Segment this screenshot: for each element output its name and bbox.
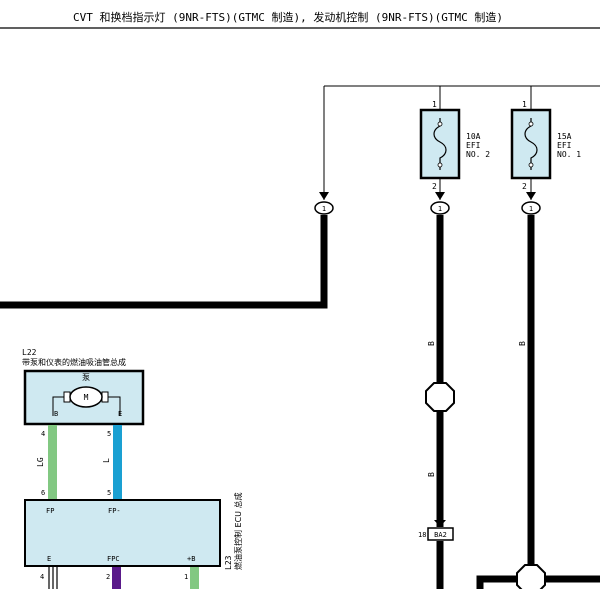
fuse2-pin-bottom: 2 [432,182,437,191]
wire-color-lg: LG [36,457,45,467]
ecu-pin-fp: FP [46,507,54,515]
fuse1-rating: 15A [557,132,572,141]
fuse1-dot-top [528,121,534,127]
motor-label: M [84,393,89,402]
motor-wire-right [104,396,121,416]
wire-color-fuse2-upper: B [427,341,436,346]
connector-pin: 1 [529,205,533,213]
ba2-box [427,527,454,541]
fuse-efi-no1: 1 15A EFI NO. 1 2 [510,100,581,200]
wire-color-fuse1: B [518,341,527,346]
wire-l [113,425,122,500]
fuse2-symbol [433,118,447,170]
connector-fuse1-out: 1 [521,201,541,215]
fuel-pump-ecu: FP FP- E FPC +B L23 燃油泵控制 ECU 总成 [24,492,243,570]
wire-color-fuse2-lower: B [427,472,436,477]
lg-wire-pin-bottom: 6 [41,489,45,497]
motor-icon [69,386,103,408]
ecu-plusb-pin-no: 1 [184,573,188,581]
fuse-efi-no2: 1 10A EFI NO. 2 2 [419,100,490,200]
fuse2-dot-top [437,121,443,127]
wire-fpc [112,567,121,589]
wire-bottom-right [476,575,600,589]
connector-pin: 1 [322,205,326,213]
junction-octagon [425,382,455,412]
fuse1-dot-bottom [528,162,534,168]
pump-label: 泵 [82,373,90,382]
pump-assembly: L22 带泵和仪表的燃油吸油管总成 泵 M B E [22,348,145,426]
wire-plusb [190,567,199,589]
ecu-code: L23 [224,555,233,570]
fuse2-rating: 10A [466,132,481,141]
wire-lg [48,425,57,500]
junction-octagon-bottom [516,564,546,589]
fuse2-name: EFI [466,141,481,150]
diagram-title: CVT 和换档指示灯 (9NR-FTS)(GTMC 制造), 发动机控制 (9N… [73,10,503,24]
ecu-box [24,499,221,567]
ba2-label: BA2 [434,531,447,539]
l-wire-pin-bottom: 5 [107,489,111,497]
pump-code: L22 [22,348,37,357]
fuse1-name: EFI [557,141,572,150]
fuse1-arrow [526,192,536,200]
arrow-left-splice [319,192,329,200]
ba2-arrow [434,520,446,527]
ecu-pin-e: E [47,555,51,563]
fuse2-pin-top: 1 [432,100,437,109]
fuse2-arrow [435,192,445,200]
fuse1-symbol [524,118,538,170]
wire-color-l: L [102,458,111,463]
ba2-pin: 18 [418,531,426,539]
connector-left-splice: 1 [314,201,334,215]
connector-oval [314,201,334,215]
connector-oval [430,201,450,215]
connector-oval [521,201,541,215]
fuse1-pin-top: 1 [522,100,527,109]
ecu-name: 燃油泵控制 ECU 总成 [233,492,243,570]
fuse2-dot-bottom [437,162,443,168]
motor-brush-right [101,391,109,403]
fuse1-number: NO. 1 [557,150,581,159]
lg-wire-pin-top: 4 [41,430,45,438]
connector-ba2: 18 BA2 [418,520,454,541]
pump-pin-e: E [118,410,122,418]
motor-brush-left [63,391,71,403]
fuse2-number: NO. 2 [466,150,490,159]
ecu-pin-fpm: FP- [108,507,121,515]
fuse1-pin-bottom: 2 [522,182,527,191]
connector-pin: 1 [438,205,442,213]
pump-name: 带泵和仪表的燃油吸油管总成 [22,357,126,367]
ecu-fpc-pin-no: 2 [106,573,110,581]
ecu-e-pin-no: 4 [40,573,44,581]
ecu-pin-fpc: FPC [107,555,120,563]
pump-pin-b: B [54,410,58,418]
l-wire-pin-top: 5 [107,430,111,438]
wire-left-thick [0,215,328,309]
connector-fuse2-out: 1 [430,201,450,215]
ecu-pin-plusb: +B [187,555,195,563]
